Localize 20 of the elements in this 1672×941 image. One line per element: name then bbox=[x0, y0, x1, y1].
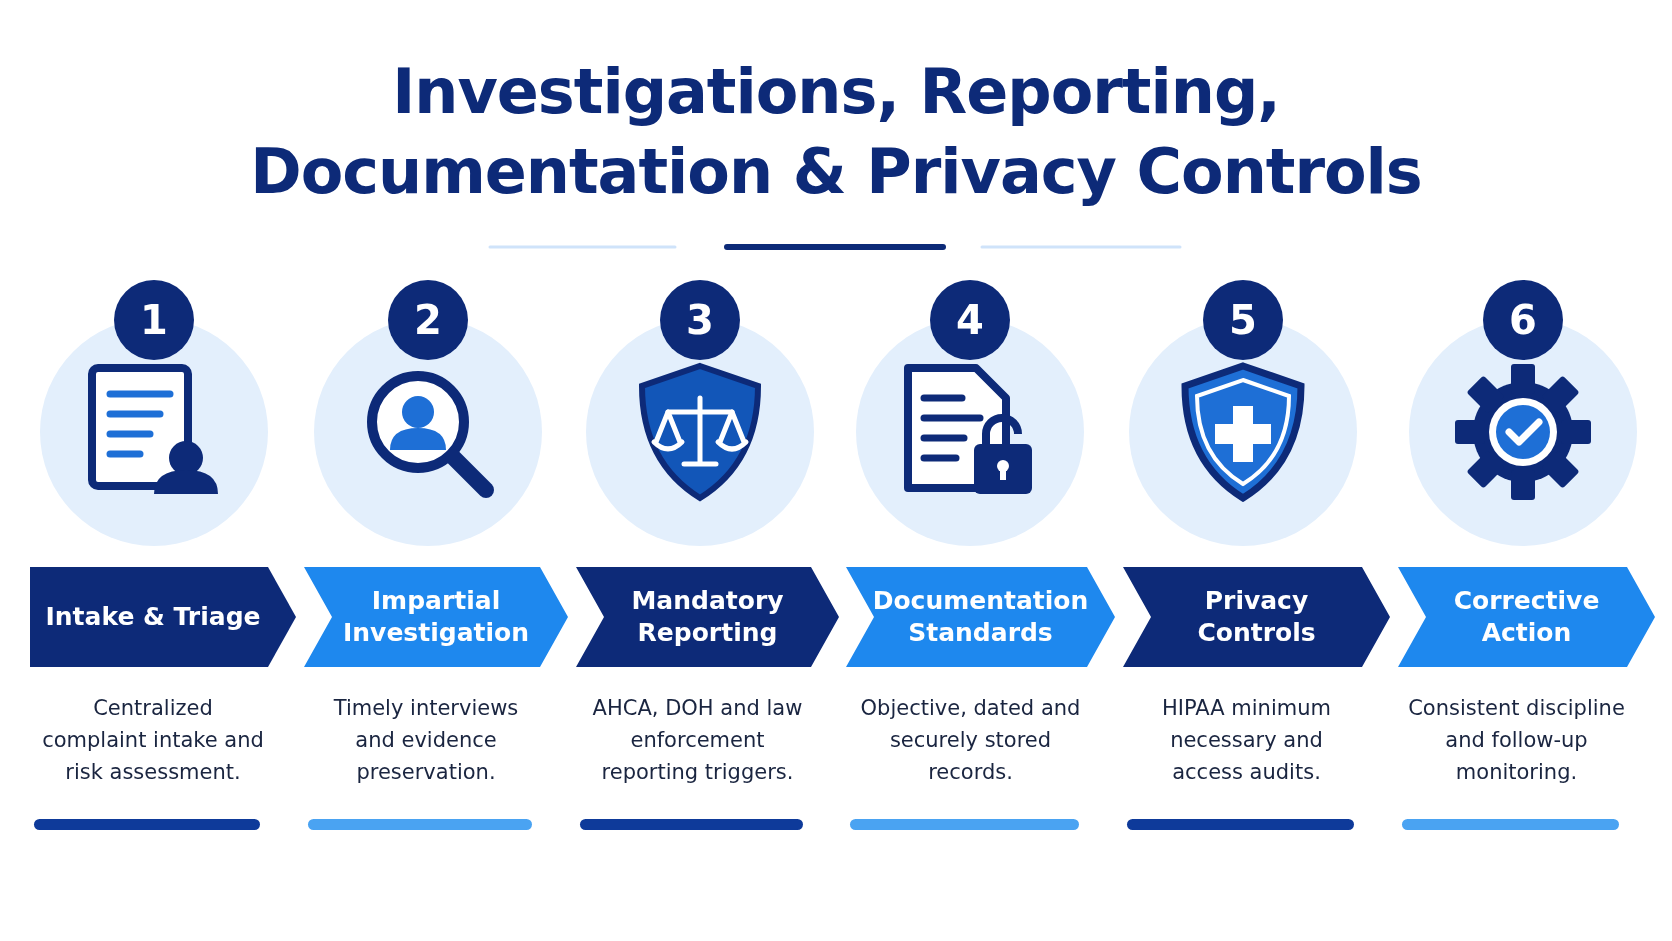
step-number: 6 bbox=[1509, 297, 1537, 343]
step-number: 2 bbox=[414, 297, 442, 343]
step-number: 4 bbox=[956, 297, 984, 343]
step-description: AHCA, DOH and law enforcement reporting triggers. bbox=[591, 695, 804, 786]
step-heading: Corrective Action bbox=[1452, 585, 1601, 649]
step-number: 5 bbox=[1229, 297, 1257, 343]
step-description: Objective, dated and securely stored records. bbox=[859, 695, 1082, 786]
title: Investigations, Reporting, Documentation & Privacy Controls bbox=[249, 54, 1423, 210]
step-description: HIPAA minimum necessary and access audits. bbox=[1161, 695, 1332, 786]
step-heading: Impartial Investigation bbox=[342, 585, 530, 649]
step-heading: Intake & Triage bbox=[44, 601, 262, 633]
step-heading: Privacy Controls bbox=[1196, 585, 1317, 649]
step-heading: Documentation Standards bbox=[871, 585, 1090, 649]
step-description: Timely interviews and evidence preservation. bbox=[332, 695, 520, 786]
step-number: 1 bbox=[140, 297, 168, 343]
step-number: 3 bbox=[686, 297, 714, 343]
step-heading: Mandatory Reporting bbox=[630, 585, 785, 649]
step-description: Consistent discipline and follow-up monitoring. bbox=[1408, 695, 1625, 786]
chevron-step bbox=[30, 567, 296, 667]
step-description: Centralized complaint intake and risk assessment. bbox=[41, 695, 265, 786]
